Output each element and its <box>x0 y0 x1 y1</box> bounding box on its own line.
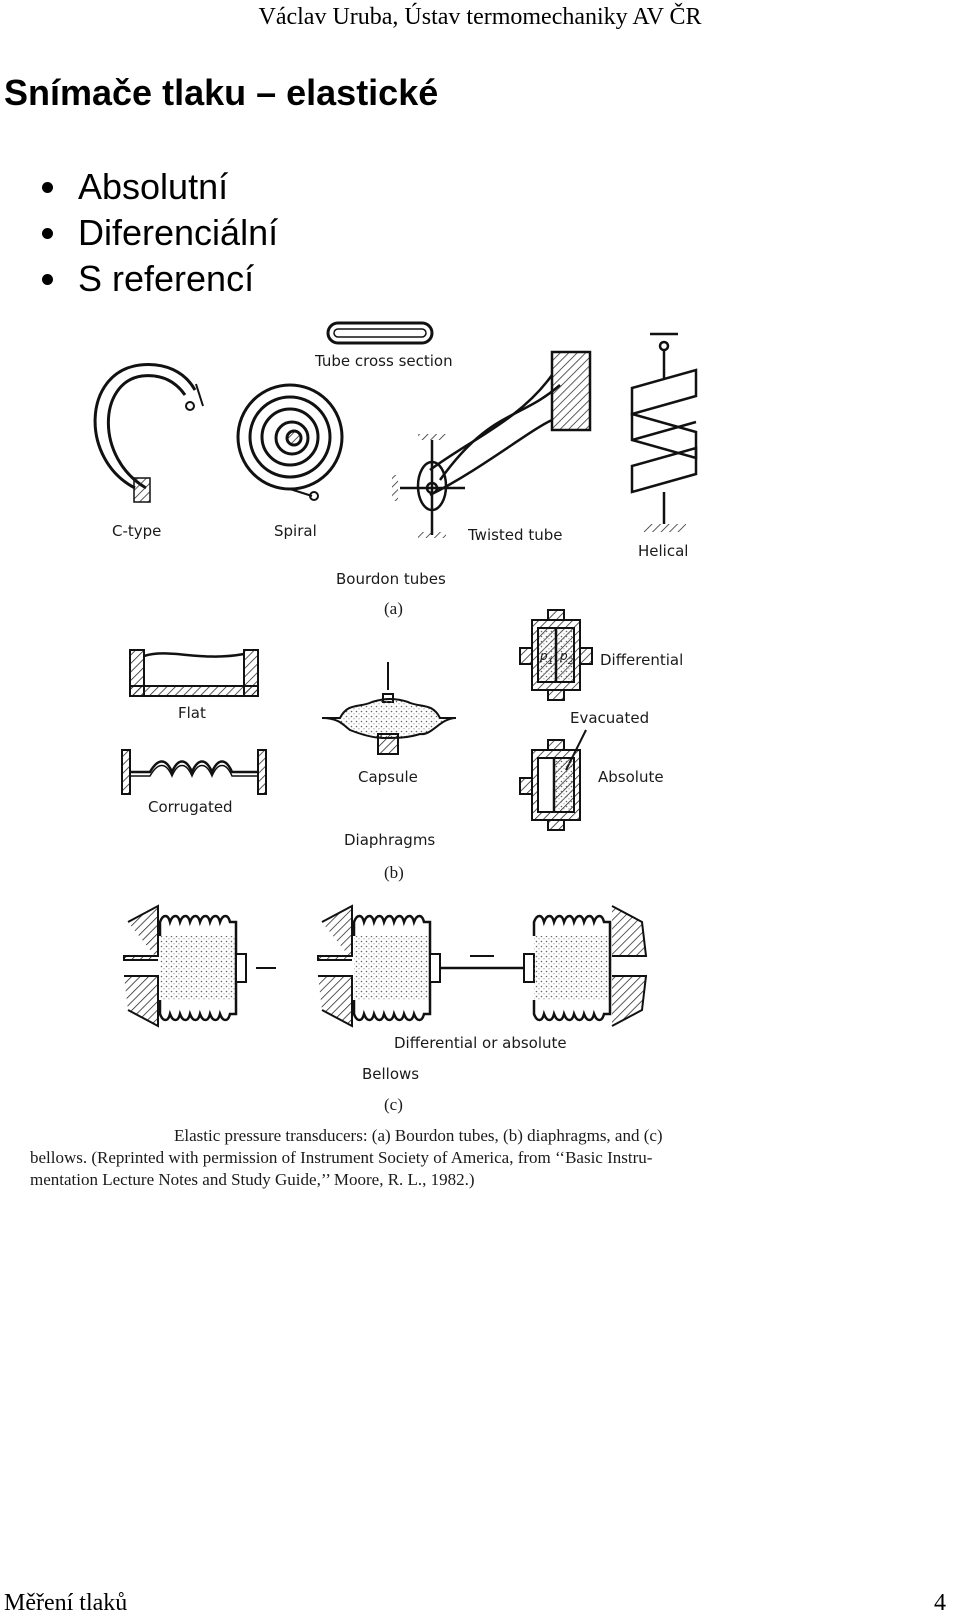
bullet-text: Diferenciální <box>78 212 279 253</box>
footer-title: Měření tlaků <box>4 1590 128 1616</box>
capsule-label: Capsule <box>358 768 418 786</box>
tube-cross-section-label: Tube cross section <box>314 352 453 370</box>
bullet-icon <box>42 182 53 193</box>
bullet-item: S referencí <box>40 256 278 302</box>
flat-label: Flat <box>178 704 206 722</box>
bullet-list: Absolutní Diferenciální S referencí <box>40 164 278 302</box>
tube-cross-section-drawing <box>326 321 434 345</box>
helical-label: Helical <box>638 542 688 560</box>
c-type-tube-drawing <box>93 362 204 503</box>
page-title: Snímače tlaku – elastické <box>4 72 439 113</box>
p2-label: p2 <box>559 649 574 667</box>
bellows-differential-drawing <box>317 904 648 1028</box>
differential-diaphragm-drawing <box>519 609 593 701</box>
spiral-tube-drawing <box>236 383 344 501</box>
bullet-text: S referencí <box>78 258 255 299</box>
part-a-label: (a) <box>384 599 403 618</box>
differential-label: Differential <box>600 651 683 669</box>
bullet-item: Absolutní <box>40 164 278 210</box>
capsule-diaphragm-drawing <box>321 662 457 755</box>
evacuated-label: Evacuated <box>570 709 649 727</box>
page-header: Václav Uruba, Ústav termomechaniky AV ČR <box>258 4 702 30</box>
bellows-label: Bellows <box>362 1065 419 1083</box>
figure-caption-line-1: Elastic pressure transducers: (a) Bourdo… <box>174 1126 663 1145</box>
elastic-transducers-figure: Tube cross section C-type Spiral Twisted… <box>30 321 698 1189</box>
flat-diaphragm-drawing <box>129 649 259 697</box>
page-number: 4 <box>934 1590 946 1616</box>
p1-label: p1 <box>539 649 553 667</box>
bullet-icon <box>42 228 53 239</box>
absolute-diaphragm-drawing <box>519 729 587 831</box>
part-c-label: (c) <box>384 1095 403 1114</box>
corrugated-diaphragm-drawing <box>121 749 267 795</box>
bullet-item: Diferenciální <box>40 210 278 256</box>
figure-caption-line-3: mentation Lecture Notes and Study Guide,… <box>30 1170 475 1189</box>
part-b-label: (b) <box>384 863 404 882</box>
bellows-left-drawing <box>123 904 276 1028</box>
absolute-label: Absolute <box>598 768 664 786</box>
bullet-text: Absolutní <box>78 166 229 207</box>
figure-caption-line-2: bellows. (Reprinted with permission of I… <box>30 1148 653 1167</box>
spiral-label: Spiral <box>274 522 317 540</box>
differential-or-absolute-label: Differential or absolute <box>394 1034 567 1052</box>
c-type-label: C-type <box>112 522 161 540</box>
diaphragms-label: Diaphragms <box>344 831 435 849</box>
corrugated-label: Corrugated <box>148 798 233 816</box>
helical-tube-drawing <box>630 332 698 532</box>
twisted-tube-label: Twisted tube <box>467 526 562 544</box>
bullet-icon <box>42 274 53 285</box>
twisted-tube-drawing <box>392 350 592 538</box>
bourdon-tubes-label: Bourdon tubes <box>336 570 446 588</box>
